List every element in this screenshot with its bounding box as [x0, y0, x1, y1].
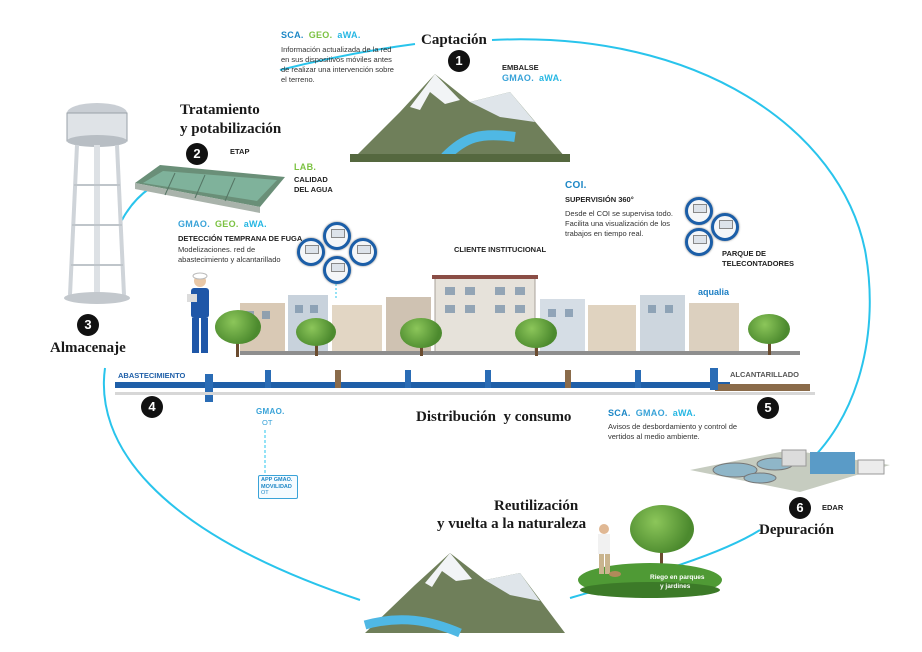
label-cliente-institucional: CLIENTE INSTITUCIONAL: [454, 245, 547, 254]
tag-geo: GEO.: [308, 30, 333, 40]
stage-title-captacion: Captación: [421, 32, 487, 48]
sca-info-line: Información actualizada de la red: [281, 45, 392, 54]
label-edar: EDAR: [822, 503, 844, 512]
label-parque-2: TELECONTADORES: [722, 259, 794, 268]
sca-info-line: en sus dispositivos móviles antes: [281, 55, 392, 64]
sewer-pipe: [715, 384, 810, 391]
label-embalse: EMBALSE: [502, 63, 539, 72]
label-etap: ETAP: [230, 147, 250, 156]
app-line: MOVILIDAD: [261, 484, 292, 490]
tag-coi: COI.: [565, 180, 587, 191]
meter-icon: [711, 213, 739, 241]
tag-sca: SCA.: [281, 30, 304, 40]
label-alcantarillado: ALCANTARILLADO: [730, 370, 800, 379]
tag-awa: aWA.: [337, 30, 361, 40]
app-line: OT: [261, 490, 269, 496]
meter-icon: [685, 197, 713, 225]
person-with-dog: [598, 524, 621, 577]
label-calidad-2: DEL AGUA: [294, 185, 333, 194]
cycle-arc-top-left: [279, 43, 416, 71]
stage-title-reutilizacion-1: Reutilización: [494, 498, 579, 514]
stage-number-5: 5: [757, 397, 779, 419]
avisos-line: vertidos al medio ambiente.: [608, 432, 700, 441]
mountain-top: [350, 74, 570, 162]
avisos-line: Avisos de desbordamiento y control de: [608, 422, 738, 431]
tag-group-avisos: SCA. GMAO. aWA.: [608, 408, 701, 418]
deteccion-body-line: Modelizaciones. red de: [178, 245, 256, 254]
supply-pipe: [115, 382, 730, 388]
tag-sca: SCA.: [608, 408, 631, 418]
stage-title-almacenaje: Almacenaje: [50, 340, 126, 356]
stage-title-tratamiento-1: Tratamiento: [180, 102, 260, 118]
coi-body-line: trabajos en tiempo real.: [565, 229, 644, 238]
label-abastecimiento: ABASTECIMIENTO: [118, 371, 186, 380]
stage-number-4: 4: [141, 396, 163, 418]
sca-info-line: de realizar una intervención sobre: [281, 65, 394, 74]
tag-lab: LAB.: [294, 162, 317, 172]
cycle-arc-left: [102, 367, 361, 601]
stage-title-depuracion: Depuración: [759, 522, 834, 538]
water-tower: [64, 103, 130, 304]
edar-plant: [690, 449, 890, 492]
pipe-network: [115, 368, 815, 402]
meter-icon: [297, 238, 325, 266]
app-line: APP GMAO.: [261, 477, 293, 483]
label-supervision: SUPERVISIÓN 360°: [565, 195, 634, 204]
stage-number-3: 3: [77, 314, 99, 336]
treatment-plant: [135, 165, 285, 213]
meter-icon: [323, 256, 351, 284]
mountain-bottom: [363, 553, 565, 638]
stage-title-distribucion: Distribución y consumo: [416, 409, 572, 425]
tag-group-sca-geo-awa: SCA. GEO. aWA.: [281, 30, 366, 40]
tag-awa: aWA.: [672, 408, 696, 418]
coi-body-line: Desde el COI se supervisa todo.: [565, 209, 673, 218]
aqualia-logo: aqualia: [698, 287, 730, 297]
coi-body-line: Facilita una visualización de los: [565, 219, 671, 228]
meter-icon: [685, 228, 713, 256]
stage-title-reutilizacion-2: y vuelta a la naturaleza: [437, 516, 587, 532]
stage-title-tratamiento-2: y potabilización: [180, 121, 282, 137]
riego-line: y jardines: [660, 583, 691, 590]
tag-group-deteccion: GMAO. GEO. aWA.: [178, 219, 272, 229]
tag-gmao: GMAO.: [178, 219, 210, 229]
meter-icon: [349, 238, 377, 266]
stage-number-2: 2: [186, 143, 208, 165]
label-ot: OT: [262, 418, 273, 427]
tag-group-embalse: GMAO. aWA.: [502, 73, 567, 83]
deteccion-body-line: abastecimiento y alcantarillado: [178, 255, 281, 264]
tag-gmao: GMAO.: [502, 73, 534, 83]
app-movilidad-card: APP GMAO. MOVILIDAD OT: [258, 475, 298, 499]
tag-gmao-ot: GMAO.: [256, 407, 285, 416]
tag-gmao: GMAO.: [635, 408, 668, 418]
label-calidad-1: CALIDAD: [294, 175, 328, 184]
riego-line: Riego en parques: [650, 574, 705, 581]
label-parque-1: PARQUE DE: [722, 249, 767, 258]
worker-figure: [187, 272, 209, 353]
deteccion-title: DETECCIÓN TEMPRANA DE FUGA: [178, 234, 303, 243]
stage-number-6: 6: [789, 497, 811, 519]
cycle-arc-top-right: [491, 38, 871, 471]
tag-awa: aWA.: [539, 73, 563, 83]
tag-geo: GEO.: [215, 219, 239, 229]
stage-number-1: 1: [448, 50, 470, 72]
sca-info-line: el terreno.: [281, 75, 315, 84]
meter-icon: [323, 222, 351, 250]
tag-awa: aWA.: [243, 219, 267, 229]
